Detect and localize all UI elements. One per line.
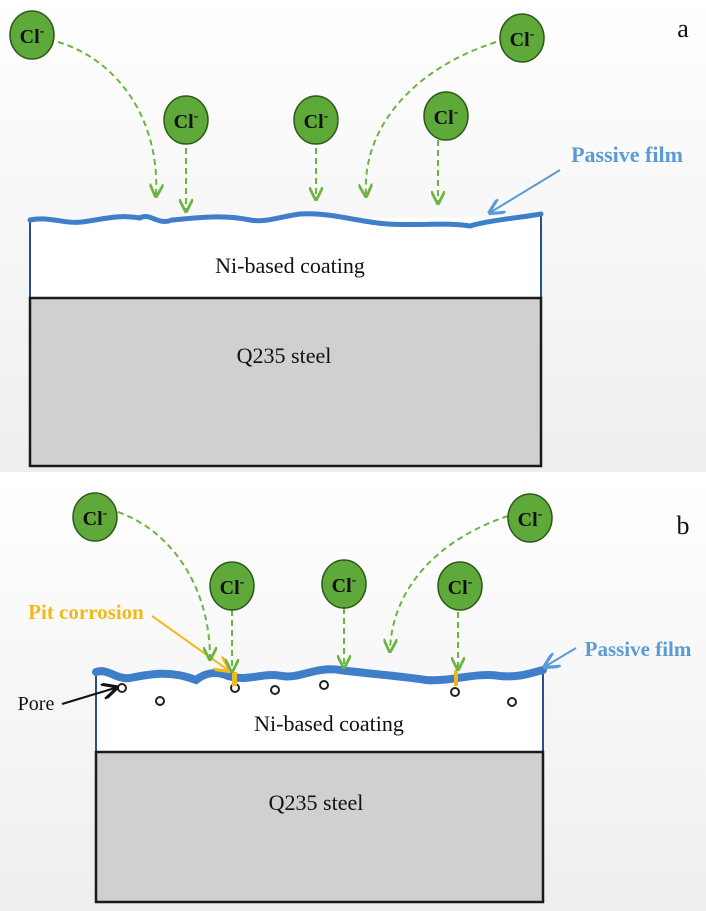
pore bbox=[270, 685, 280, 695]
panel-b-diagram: b Ni-based coating Q235 steel bbox=[0, 480, 706, 911]
pore bbox=[507, 697, 517, 707]
pore-pointer-arrow bbox=[61, 688, 115, 705]
cl-ion: Cl- bbox=[9, 10, 55, 60]
cl-ion: Cl- bbox=[499, 13, 545, 63]
svg-text:Cl-: Cl- bbox=[518, 507, 543, 531]
substrate-label: Q235 steel bbox=[269, 790, 364, 815]
pit-mark bbox=[454, 670, 458, 686]
cl-ion: Cl- bbox=[423, 91, 469, 141]
pit-mark bbox=[232, 672, 237, 686]
q235-steel-substrate: Q235 steel bbox=[94, 750, 545, 904]
pore bbox=[155, 696, 165, 706]
coating-label: Ni-based coating bbox=[254, 711, 404, 736]
panel-a: a Ni-based coating Q235 steel Passive fi… bbox=[0, 0, 706, 472]
panel-letter-b: b bbox=[677, 511, 690, 540]
svg-text:Cl-: Cl- bbox=[20, 24, 45, 48]
cl-ion: Cl- bbox=[437, 561, 483, 611]
svg-text:Cl-: Cl- bbox=[448, 575, 473, 599]
q235-steel-substrate: Q235 steel bbox=[28, 296, 543, 468]
cl-diffusion-arrow bbox=[57, 41, 156, 195]
pit-corrosion-label: Pit corrosion bbox=[28, 600, 144, 624]
passive-film-label: Passive film bbox=[585, 637, 692, 661]
passive-film-pointer-arrow bbox=[491, 169, 561, 212]
pore bbox=[319, 680, 329, 690]
substrate-label: Q235 steel bbox=[237, 343, 332, 368]
cl-ion: Cl- bbox=[163, 95, 209, 145]
svg-text:Cl-: Cl- bbox=[174, 109, 199, 133]
svg-text:Cl-: Cl- bbox=[304, 109, 329, 133]
cl-ion: Cl- bbox=[209, 561, 255, 611]
panel-b: b Ni-based coating Q235 steel bbox=[0, 480, 706, 911]
svg-text:Cl-: Cl- bbox=[510, 27, 535, 51]
cl-diffusion-arrow bbox=[390, 515, 509, 650]
cl-ion: Cl- bbox=[72, 492, 118, 542]
pit-corrosion-pointer-arrow bbox=[151, 615, 228, 670]
cl-ion: Cl- bbox=[293, 95, 339, 145]
pore-label: Pore bbox=[18, 693, 55, 715]
svg-text:Cl-: Cl- bbox=[434, 105, 459, 129]
cl-ion: Cl- bbox=[507, 493, 553, 543]
coating-label: Ni-based coating bbox=[215, 253, 365, 278]
pore bbox=[117, 683, 127, 693]
pit-corrosion-marks bbox=[232, 670, 458, 686]
svg-text:Cl-: Cl- bbox=[83, 506, 108, 530]
ni-coating-layer: Ni-based coating bbox=[29, 216, 542, 299]
passive-film-line bbox=[27, 211, 544, 229]
pore bbox=[450, 687, 460, 697]
cl-ion: Cl- bbox=[321, 559, 367, 609]
panel-a-diagram: a Ni-based coating Q235 steel Passive fi… bbox=[0, 0, 706, 472]
passive-film-pointer-arrow bbox=[546, 647, 577, 666]
cl-diffusion-arrow bbox=[366, 41, 497, 195]
svg-text:Cl-: Cl- bbox=[220, 575, 245, 599]
cl-diffusion-arrow bbox=[117, 511, 210, 658]
panel-letter-a: a bbox=[677, 14, 689, 43]
svg-text:Cl-: Cl- bbox=[332, 573, 357, 597]
passive-film-line bbox=[92, 665, 547, 685]
passive-film-label: Passive film bbox=[571, 142, 683, 167]
